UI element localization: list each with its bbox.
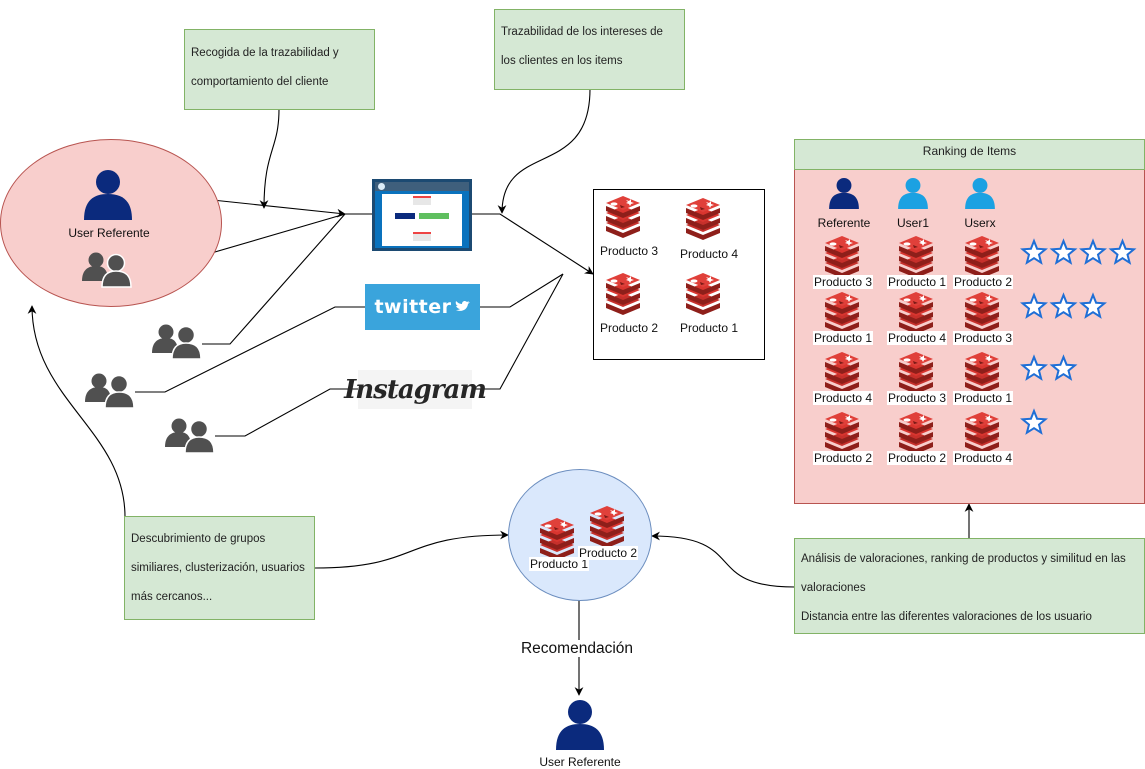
ranking-product-label: Producto 2 (952, 275, 1014, 289)
edge-trazabilidad-to-hub (497, 88, 591, 214)
note-analisis: Análisis de valoraciones, ranking de pro… (794, 538, 1145, 634)
edge-group4-to-instagram (215, 388, 358, 437)
user-dark-icon (556, 700, 604, 750)
star-icon (1021, 240, 1047, 264)
ranking-product-label: Producto 4 (886, 331, 948, 345)
web-flow-icon (372, 179, 472, 251)
star-icon (1110, 240, 1135, 264)
user-light-icon (898, 178, 928, 209)
redis-product-icon (825, 352, 859, 394)
edge-desc-to-rec (314, 530, 509, 569)
ranking-product-label: Producto 2 (812, 451, 874, 465)
recommended-product-label: Producto 2 (577, 546, 639, 560)
redis-product-icon (825, 236, 859, 278)
redis-product-icon (686, 273, 720, 315)
ranking-product-label: Producto 1 (886, 275, 948, 289)
star-icon (1080, 294, 1106, 318)
group-icon (152, 323, 202, 360)
redis-product-icon (899, 352, 933, 394)
rating-stars (1021, 240, 1135, 434)
user-dark-icon (84, 170, 132, 220)
product-label: Producto 1 (680, 321, 739, 335)
redis-product-icon (686, 198, 720, 240)
user-dark-icon (829, 178, 859, 209)
ranking-product-label: Producto 3 (952, 331, 1014, 345)
edge-desc-to-user (27, 305, 126, 518)
note-descubrimiento: Descubrimiento de grupos similiares, clu… (124, 516, 315, 620)
edge-twitter-to-products (480, 273, 564, 308)
star-icon (1051, 294, 1076, 318)
edge-recogida-to-web (259, 108, 280, 209)
bird-icon (455, 300, 470, 311)
recomendacion-label: Recomendación (519, 640, 635, 657)
star-icon (1021, 294, 1047, 318)
product-label: Producto 2 (600, 321, 659, 335)
recommendation-circle (508, 469, 652, 601)
redis-product-icon (899, 236, 933, 278)
note-trazabilidad: Trazabilidad de los intereses de los cli… (494, 9, 685, 90)
redis-product-icon (899, 412, 933, 454)
ranking-product-label: Producto 1 (952, 391, 1014, 405)
ranking-product-label: Producto 4 (812, 391, 874, 405)
redis-product-icon (590, 506, 624, 548)
star-icon (1021, 410, 1047, 434)
ranking-product-label: Producto 2 (886, 451, 948, 465)
star-icon (1021, 356, 1047, 380)
user-referente-label: User Referente (68, 226, 150, 240)
edge-group2-to-web (202, 213, 346, 345)
group-icon (165, 417, 215, 454)
ranking-user-label: User1 (896, 216, 930, 230)
star-icon (1051, 240, 1076, 264)
redis-product-icon (965, 352, 999, 394)
redis-product-icon (825, 412, 859, 454)
redis-product-icon (965, 412, 999, 454)
product-label: Producto 3 (600, 244, 659, 258)
product-label: Producto 4 (680, 247, 739, 261)
star-icon (1080, 240, 1106, 264)
edge-web-to-products (472, 213, 594, 275)
final-user-label: User Referente (539, 755, 621, 769)
edge-group3-to-twitter (135, 306, 365, 393)
redis-product-icon (540, 518, 574, 560)
ranking-title: Ranking de Items (922, 143, 1017, 158)
ranking-user-label: Userx (964, 216, 996, 230)
ranking-product-label: Producto 3 (812, 275, 874, 289)
redis-product-icon (899, 292, 933, 334)
note-recogida: Recogida de la trazabilidad y comportami… (184, 29, 375, 110)
ranking-title-bar: Ranking de Items (794, 139, 1145, 170)
group-icon (82, 251, 132, 288)
star-icon (1051, 356, 1076, 380)
redis-product-icon (606, 273, 640, 315)
redis-product-icon (965, 236, 999, 278)
ranking-product-label: Producto 4 (952, 451, 1014, 465)
redis-product-icon (965, 292, 999, 334)
edge-analisis-to-rec (651, 531, 796, 588)
user-light-icon (965, 178, 995, 209)
edge-instagram-to-products (472, 273, 564, 390)
recommended-product-label: Producto 1 (528, 557, 590, 571)
redis-product-icon (606, 196, 640, 238)
ranking-user-label: Referente (817, 216, 871, 230)
redis-product-icon (825, 292, 859, 334)
ranking-product-label: Producto 3 (886, 391, 948, 405)
ranking-product-label: Producto 1 (812, 331, 874, 345)
group-icon (85, 372, 135, 409)
instagram-logo: Instagram (344, 370, 487, 409)
twitter-logo: twitter (365, 284, 480, 330)
